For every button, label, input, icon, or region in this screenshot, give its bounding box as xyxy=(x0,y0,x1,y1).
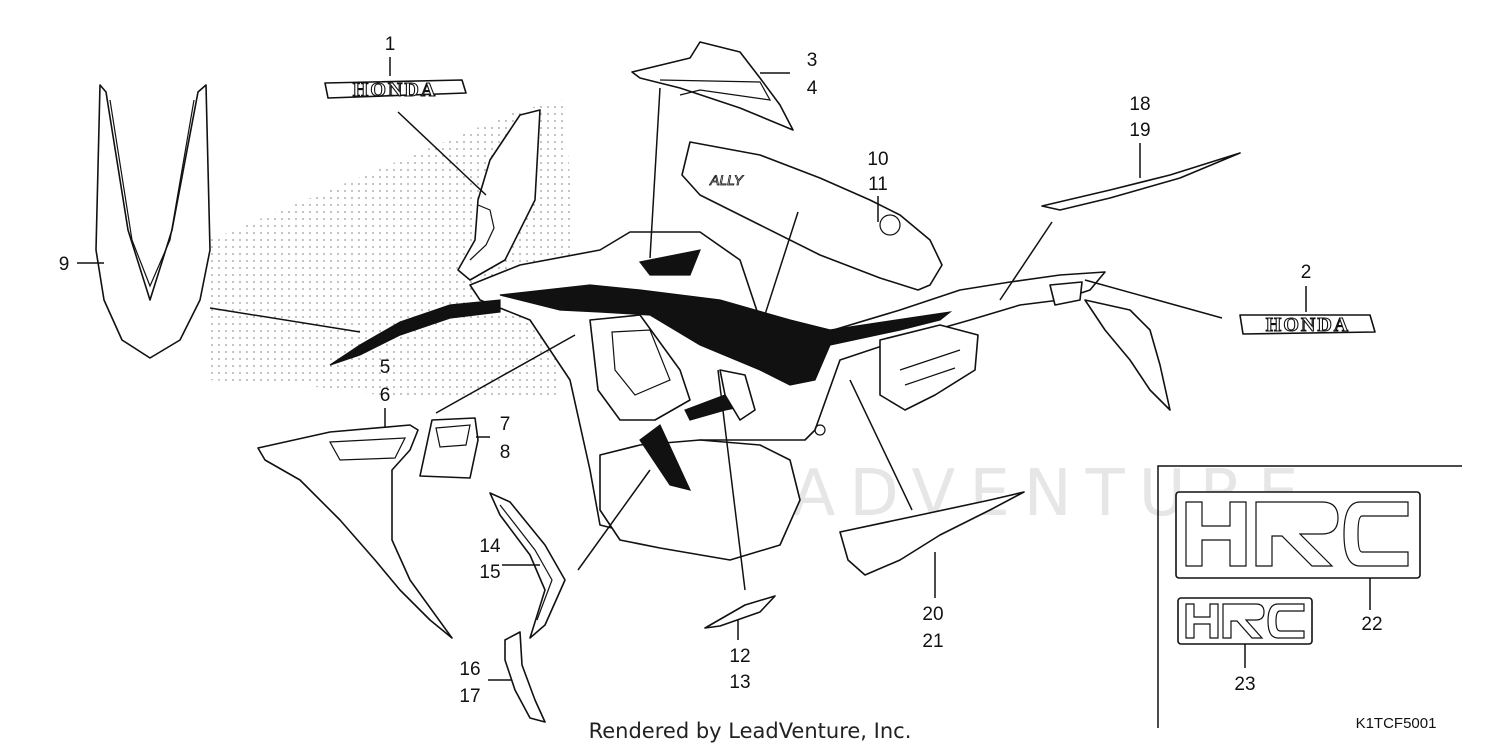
callout-20: 20 xyxy=(922,604,943,625)
callout-15: 15 xyxy=(479,562,500,583)
callout-numbers: 1 2 3 4 5 6 7 8 9 10 11 12 13 14 15 16 1… xyxy=(59,34,1383,707)
callout-1: 1 xyxy=(385,34,396,55)
tank-decal-upper xyxy=(631,41,794,131)
dotted-shroud-area xyxy=(210,100,575,400)
honda-emblem-2-text: HONDA xyxy=(1266,314,1350,336)
left-shroud-panel xyxy=(457,109,541,281)
rendered-by-credit: Rendered by LeadVenture, Inc. xyxy=(589,719,912,743)
front-fender-stripe xyxy=(95,84,211,359)
callout-13: 13 xyxy=(729,672,750,693)
callout-23: 23 xyxy=(1234,674,1255,695)
callout-19: 19 xyxy=(1129,120,1150,141)
callout-9: 9 xyxy=(59,254,70,275)
small-r-decal xyxy=(419,417,479,479)
honda-emblem-1: HONDA xyxy=(324,78,467,102)
side-decal-large xyxy=(257,299,501,639)
lower-wedge-decal xyxy=(839,491,1025,576)
honda-emblem-1-text: HONDA xyxy=(353,79,437,101)
small-wedge-decal xyxy=(704,595,776,629)
tail-stripe xyxy=(1041,152,1241,211)
callout-22: 22 xyxy=(1361,614,1382,635)
callout-17: 17 xyxy=(459,686,480,707)
motorcycle-body xyxy=(469,231,1171,561)
callout-14: 14 xyxy=(479,536,501,557)
leader-lines xyxy=(77,57,1371,681)
rally-side-decal: ALLY xyxy=(681,141,943,291)
callout-6: 6 xyxy=(380,385,391,406)
callout-12: 12 xyxy=(729,646,750,667)
callout-7: 7 xyxy=(500,414,511,435)
honda-emblem-2: HONDA xyxy=(1239,313,1376,337)
hrc-inset-box xyxy=(1157,465,1462,728)
callout-18: 18 xyxy=(1129,94,1150,115)
callout-16: 16 xyxy=(459,659,480,680)
chevron-stripe-upper xyxy=(489,492,566,639)
callout-11: 11 xyxy=(868,174,888,195)
callout-10: 10 xyxy=(867,149,888,170)
callout-8: 8 xyxy=(500,442,511,463)
callout-21: 21 xyxy=(922,631,943,652)
callout-3: 3 xyxy=(807,50,818,71)
callout-4: 4 xyxy=(807,78,818,99)
diagram-code: K1TCF5001 xyxy=(1356,715,1437,732)
callout-2: 2 xyxy=(1301,262,1312,283)
rally-decal-text: ALLY xyxy=(709,172,745,188)
chevron-stripe-lower xyxy=(504,631,546,723)
callout-5: 5 xyxy=(380,357,391,378)
